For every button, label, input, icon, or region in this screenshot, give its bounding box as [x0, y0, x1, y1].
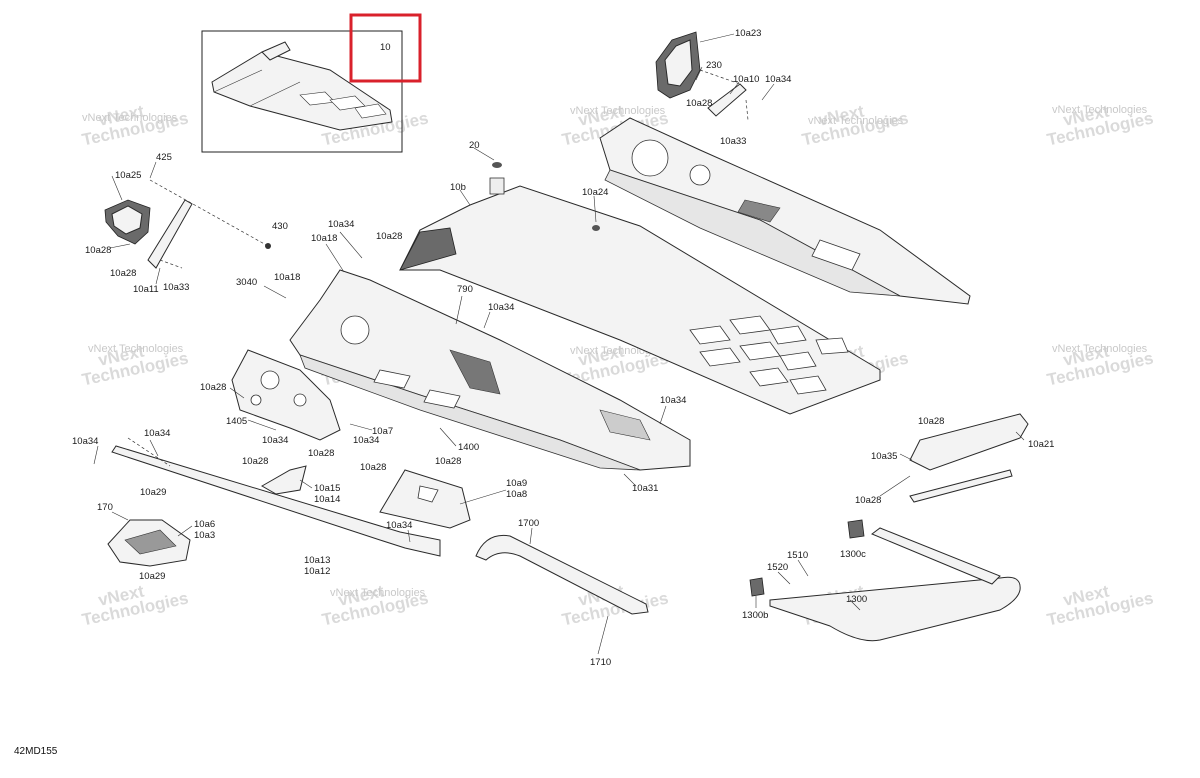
side-bracket-plate [231, 349, 341, 441]
callout-label: 10a6 [194, 519, 215, 530]
callout-label: 10a29 [139, 571, 165, 582]
rail-slide-1700 [475, 534, 649, 615]
callout-label: 10a34 [488, 302, 514, 313]
callout-label: 425 [156, 152, 172, 163]
watermark-inline: vNext Technologies [1052, 343, 1148, 355]
right-side-rail [599, 117, 971, 305]
callout-label: 10a34 [144, 428, 170, 439]
inset-assembly [201, 30, 403, 153]
callout-label: 10a10 [733, 74, 759, 85]
callout-label: 10a14 [314, 494, 340, 505]
callout-label: 10a28 [85, 245, 111, 256]
callout-label: 10a28 [918, 416, 944, 427]
callout-label: 10a28 [110, 268, 136, 279]
bracket-10a9 [379, 469, 471, 529]
callout-label: 10a33 [720, 136, 746, 147]
callout-label: 10a12 [304, 566, 330, 577]
callout-label: 790 [457, 284, 473, 295]
callout-label: 1300c [840, 549, 866, 560]
callout-label: 10a8 [506, 489, 527, 500]
watermark: vNext Technologies [1045, 101, 1155, 149]
small-bracket-10a15 [260, 465, 307, 495]
callout-label: 10a34 [386, 520, 412, 531]
callout-label: 10b [450, 182, 466, 193]
watermark: vNext Technologies [1045, 581, 1155, 629]
callout-label: 10a29 [140, 487, 166, 498]
watermark-inline: vNext Technologies [570, 105, 666, 117]
highlight-box: 10 [349, 13, 422, 83]
callout-label: 10a7 [372, 426, 393, 437]
callout-label: 10a34 [72, 436, 98, 447]
highlight-label: 10 [380, 42, 391, 53]
callout-label: 10a35 [871, 451, 897, 462]
callout-label: 10a34 [353, 435, 379, 446]
left-side-rail [289, 269, 691, 471]
callout-label: 10a33 [163, 282, 189, 293]
callout-label: 10a34 [262, 435, 288, 446]
callout-label: 10a34 [765, 74, 791, 85]
diagram-code: 42MD155 [14, 746, 58, 757]
callout-label: 1710 [590, 657, 611, 668]
callout-label: 1405 [226, 416, 247, 427]
callout-label: 10a15 [314, 483, 340, 494]
left-bracket-cluster [104, 179, 271, 269]
callout-label: 3040 [236, 277, 257, 288]
callout-label: 10a28 [308, 448, 334, 459]
callout-label: 10a21 [1028, 439, 1054, 450]
callout-label: 10a28 [360, 462, 386, 473]
callout-label: 10a28 [200, 382, 226, 393]
watermark: vNext Technologies [80, 341, 190, 389]
watermark-inline: vNext Technologies [82, 112, 178, 124]
callout-label: 10a23 [735, 28, 761, 39]
callout-label: 10a9 [506, 478, 527, 489]
callout-label: 10a25 [115, 170, 141, 181]
callout-label: 1520 [767, 562, 788, 573]
callout-label: 10a31 [632, 483, 658, 494]
callout-label: 10a24 [582, 187, 608, 198]
callout-label: 10a28 [855, 495, 881, 506]
callout-label: 10a18 [274, 272, 300, 283]
leader-lines [93, 33, 1025, 655]
callout-label: 10a18 [311, 233, 337, 244]
watermark-inline: vNext Technologies [88, 343, 184, 355]
watermark: vNext Technologies [80, 581, 190, 629]
callout-label: 10a34 [660, 395, 686, 406]
watermark-inline: vNext Technologies [808, 115, 904, 127]
callout-labels: 10a23 230 10a10 10a34 10a28 10a33 425 10… [72, 28, 1054, 668]
callout-label: 170 [97, 502, 113, 513]
running-board-strip [111, 437, 441, 557]
lower-left-guard [107, 519, 191, 567]
callout-label: 10a28 [435, 456, 461, 467]
front-bumper-1300 [749, 519, 1021, 642]
callout-label: 1300b [742, 610, 768, 621]
callout-label: 10a11 [133, 284, 159, 295]
callout-label: 1510 [787, 550, 808, 561]
callout-label: 10a28 [242, 456, 268, 467]
watermark-inline: vNext Technologies [330, 587, 426, 599]
top-right-bracket [655, 31, 749, 121]
watermark: vNext Technologies [1045, 341, 1155, 389]
callout-label: 20 [469, 140, 480, 151]
right-bracket-10a21 [909, 413, 1029, 503]
callout-label: 430 [272, 221, 288, 232]
watermark: vNext Technologies [320, 581, 430, 629]
watermark-inline: vNext Technologies [1052, 104, 1148, 116]
callout-label: 10a13 [304, 555, 330, 566]
callout-label: 10a28 [686, 98, 712, 109]
callout-label: 230 [706, 60, 722, 71]
callout-label: 10a28 [376, 231, 402, 242]
callout-label: 1300 [846, 594, 867, 605]
callout-label: 1400 [458, 442, 479, 453]
callout-label: 10a34 [328, 219, 354, 230]
callout-label: 10a3 [194, 530, 215, 541]
callout-label: 1700 [518, 518, 539, 529]
tunnel-panel [399, 162, 881, 415]
